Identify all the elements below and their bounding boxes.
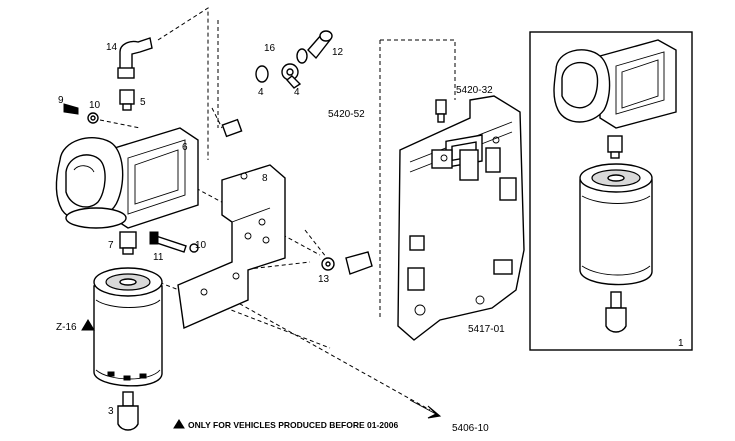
fuel-pipe: [221, 94, 373, 275]
callout-labels: 14 16 12 4 4 5 9 10 6 8 7 11 10 13 5420-…: [56, 42, 684, 434]
callout-10a: 10: [89, 100, 101, 111]
footnote: ONLY FOR VEHICLES PRODUCED BEFORE 01-200…: [173, 419, 398, 430]
callout-5417-01: 5417-01: [468, 324, 505, 335]
filter-head-assembly: [55, 127, 199, 229]
callout-13: 13: [318, 274, 330, 285]
triangle-marker-icon: [81, 319, 95, 331]
callout-9: 9: [58, 95, 64, 106]
small-parts: [63, 30, 447, 271]
callout-6: 6: [182, 142, 188, 153]
inset-panel: [529, 31, 693, 351]
callout-5406-10: 5406-10: [452, 423, 489, 434]
bracket-plate: [177, 164, 286, 330]
callout-14: 14: [106, 42, 118, 53]
ecu-plate: [397, 95, 525, 341]
callout-4b: 4: [294, 87, 300, 98]
footnote-triangle-icon: [173, 419, 185, 429]
reference-arrow: [409, 399, 442, 419]
callout-10b: 10: [195, 240, 207, 251]
callout-4a: 4: [258, 87, 264, 98]
callout-5: 5: [140, 97, 146, 108]
callout-8: 8: [262, 173, 268, 184]
callout-16: 16: [264, 43, 276, 54]
footnote-text: ONLY FOR VEHICLES PRODUCED BEFORE 01-200…: [188, 420, 398, 430]
callout-12: 12: [332, 47, 344, 58]
callout-5420-52: 5420-52: [328, 109, 365, 120]
callout-z16: Z-16: [56, 322, 77, 333]
callout-7: 7: [108, 240, 114, 251]
callout-1: 1: [678, 338, 684, 349]
callout-3: 3: [108, 406, 114, 417]
filter-canister-main: [93, 267, 163, 431]
callout-5420-32: 5420-32: [456, 85, 493, 96]
callout-11: 11: [153, 252, 164, 263]
